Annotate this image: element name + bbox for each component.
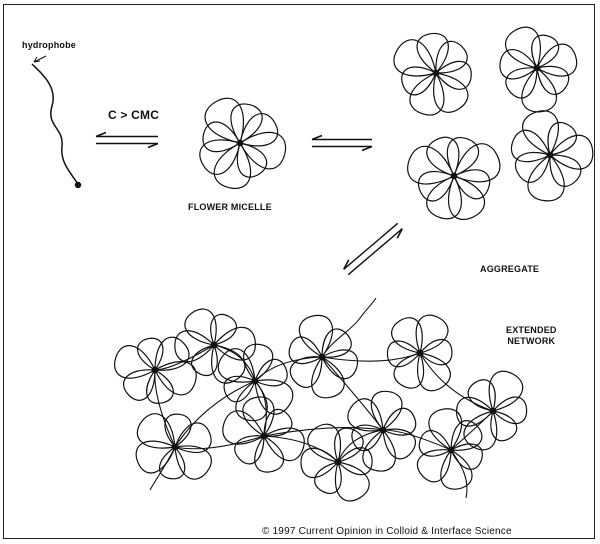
- petal-loop: [506, 27, 541, 68]
- petal-loop: [214, 143, 250, 188]
- petal-loop: [537, 44, 577, 76]
- petal-loop: [441, 450, 472, 489]
- petal-loop: [147, 370, 174, 403]
- petal-loop: [301, 448, 338, 477]
- hydrophobic-core: [451, 173, 458, 180]
- petal-loop: [371, 391, 402, 430]
- network-flower: [301, 424, 372, 501]
- petal-loop: [289, 337, 322, 364]
- petal-loop: [454, 144, 500, 182]
- petal-loop: [417, 450, 451, 482]
- petal-loop: [523, 111, 559, 155]
- hydrophobic-core: [547, 152, 554, 159]
- copyright-label: © 1997 Current Opinion in Colloid & Inte…: [262, 526, 512, 537]
- petal-loop: [255, 436, 284, 472]
- aggregate-flower: [511, 111, 592, 201]
- flower-micelle-label: FLOWER MICELLE: [188, 202, 272, 212]
- dangling-chain: [150, 447, 175, 490]
- network-flower: [136, 414, 211, 479]
- aggregate-network-arrows-forward: [348, 229, 402, 275]
- petal-loop: [138, 338, 163, 370]
- polymer-chain: [32, 56, 81, 188]
- petal-loop: [175, 446, 211, 479]
- petal-loop: [175, 331, 214, 362]
- aggregate-flower: [394, 33, 471, 115]
- aggregate-flower: [408, 137, 500, 219]
- aggregate-network-arrows-reverse: [344, 223, 398, 269]
- dangling-chain: [322, 298, 376, 357]
- petal-loop: [402, 67, 436, 95]
- petal-loop: [436, 41, 467, 73]
- petal-loop: [493, 397, 527, 424]
- petal-loop: [308, 424, 341, 462]
- petal-loop: [185, 309, 216, 345]
- aggregate-label: AGGREGATE: [480, 264, 539, 274]
- polymer-chain-line: [32, 64, 78, 184]
- petal-loop: [240, 114, 278, 146]
- bridging-chain: [322, 357, 383, 430]
- petal-loop: [231, 104, 262, 143]
- petal-loop: [200, 140, 240, 174]
- petal-loop: [532, 35, 559, 68]
- petal-loop: [511, 130, 550, 161]
- extended-network-label: EXTENDED NETWORK: [506, 325, 557, 347]
- petal-loop: [155, 362, 196, 395]
- petal-loop: [427, 176, 462, 219]
- petal-loop: [506, 68, 537, 98]
- petal-loop: [115, 346, 155, 379]
- hydrophobe-label: hydrophobe: [22, 40, 76, 50]
- petal-loop: [322, 350, 358, 379]
- petal-loop: [124, 370, 155, 400]
- hydrophobe-end-dot: [76, 183, 81, 188]
- network-flower: [175, 309, 256, 383]
- dangling-chain: [451, 450, 467, 498]
- petal-loop: [299, 315, 332, 357]
- petal-loop: [322, 329, 351, 357]
- network-flower: [348, 391, 416, 471]
- petal-loop: [290, 357, 322, 388]
- bridging-chain: [155, 370, 175, 447]
- hydrophobic-core: [433, 70, 440, 77]
- petal-loop: [244, 344, 273, 381]
- aggregate-flower: [500, 27, 577, 112]
- petal-loop: [155, 337, 189, 370]
- petal-loop: [550, 155, 581, 186]
- hydrophobic-core: [534, 65, 541, 72]
- petal-loop: [243, 397, 274, 436]
- petal-loop: [348, 399, 383, 431]
- petal-loop: [383, 429, 415, 459]
- petal-loop: [240, 132, 286, 168]
- hydrophobic-core: [237, 140, 244, 147]
- flower-micelle: [200, 98, 286, 188]
- cmc-condition-label: C > CMC: [108, 108, 159, 122]
